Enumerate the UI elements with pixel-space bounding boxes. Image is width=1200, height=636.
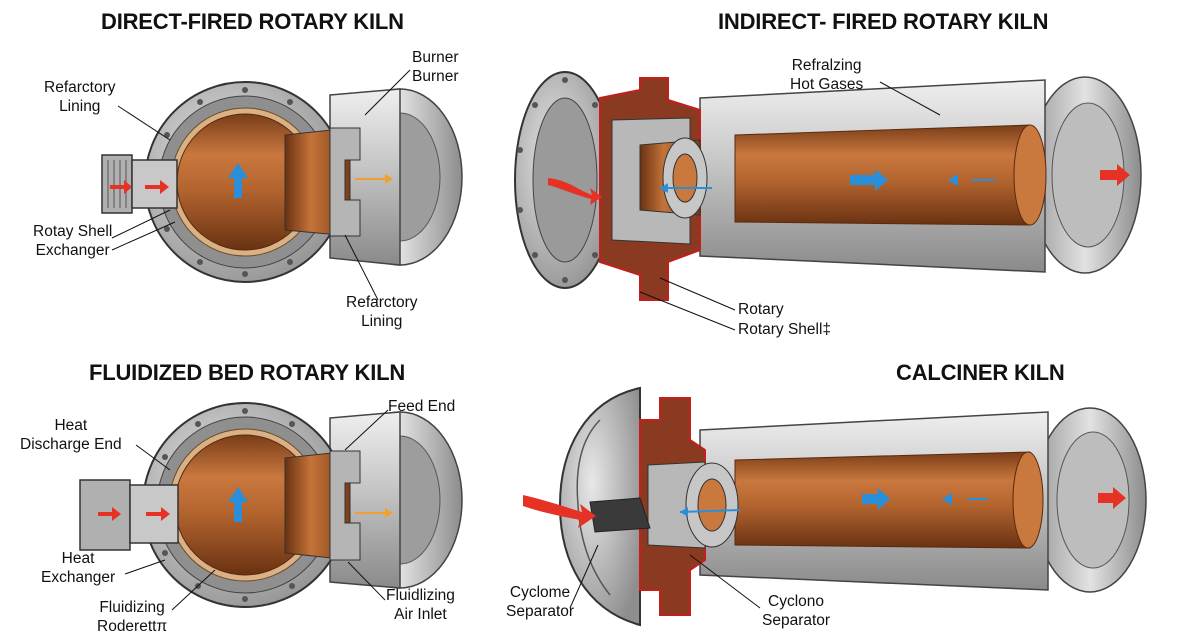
- direct-fired-kiln: [101, 69, 463, 301]
- heat-discharge-end-label: Heat Discharge End: [20, 417, 122, 453]
- indirect-fired-title: INDIRECT- FIRED ROTARY KILN: [718, 9, 1049, 34]
- burner-label-2: Burner: [412, 68, 459, 85]
- heat-exchanger-label: Heat Exchanger: [41, 550, 116, 586]
- arrow-right-red-icon: [523, 495, 596, 528]
- direct-fired-title: DIRECT-FIRED ROTARY KILN: [101, 9, 404, 34]
- arrow-right-red-icon: [110, 180, 132, 194]
- arrow-right-blue-icon: [850, 169, 888, 191]
- rotary-label: Rotary: [738, 301, 784, 318]
- arrow-right-red-icon: [548, 178, 602, 205]
- cyclone-separator-label-left: Cyclome Separator: [506, 584, 575, 620]
- arrow-right-blue-icon: [862, 488, 890, 510]
- fluidized-bed-kiln: [79, 402, 463, 611]
- feed-end-label: Feed End: [388, 398, 456, 415]
- arrow-right-red-icon: [1098, 487, 1126, 509]
- calciner-kiln: [523, 386, 1147, 627]
- arrow-right-red-icon: [98, 507, 121, 521]
- arrow-right-red-icon: [1100, 164, 1130, 186]
- refractory-lining-label-bottom: Refarctory Lining: [346, 294, 418, 330]
- hot-gases-label: Refralzing Hot Gases: [790, 57, 864, 93]
- arrow-left-blue-icon: [679, 509, 741, 513]
- fluidizing-bottom-label: Fluidizing Roderettπ: [97, 599, 168, 635]
- arrow-up-blue-icon: [228, 163, 248, 198]
- arrow-right-red-icon: [145, 180, 169, 194]
- arrow-left-blue-icon: [942, 493, 952, 505]
- arrow-right-red-icon: [146, 507, 170, 521]
- rotary-shell-label: Rotary Shell‡: [738, 321, 832, 338]
- cyclone-separator-label-right: Cyclono Separator: [762, 593, 831, 629]
- calciner-title: CALCINER KILN: [896, 360, 1065, 385]
- arrow-right-orange-icon: [355, 508, 393, 518]
- fluidizing-air-inlet-label: Fluidlizing Air Inlet: [386, 587, 455, 623]
- arrow-up-blue-icon: [228, 487, 248, 522]
- refractory-lining-label-top: Refarctory Lining: [44, 79, 116, 115]
- fluidized-bed-title: FLUIDIZED BED ROTARY KILN: [89, 360, 406, 385]
- burner-label-1: Burner: [412, 49, 459, 66]
- rotary-shell-exchanger-label: Rotay Shell Exchanger: [33, 223, 113, 259]
- indirect-fired-kiln: [514, 71, 1142, 331]
- arrow-left-blue-icon: [948, 174, 958, 186]
- arrow-right-orange-icon: [355, 174, 393, 184]
